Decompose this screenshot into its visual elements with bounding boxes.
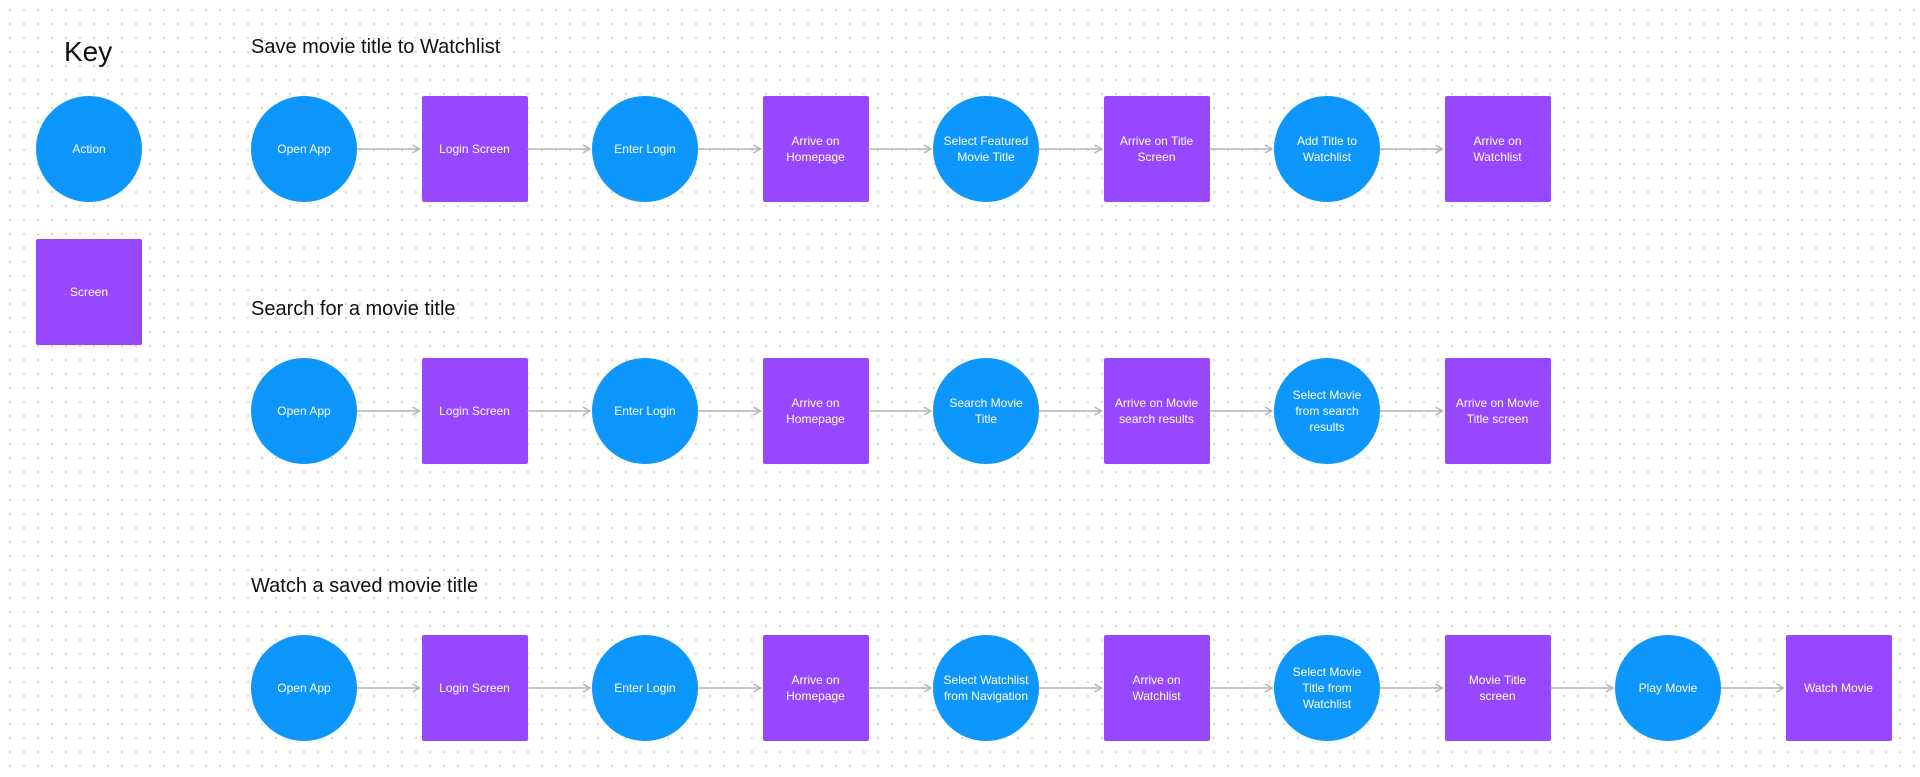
- action-node[interactable]: Open App: [251, 635, 357, 741]
- flow-title: Search for a movie title: [251, 298, 456, 320]
- screen-node[interactable]: Arrive on Homepage: [762, 358, 869, 464]
- node-label: Arrive on Watchlist: [1473, 134, 1522, 164]
- action-node[interactable]: Select Featured Movie Title: [933, 96, 1039, 202]
- action-node[interactable]: Select Movie from search results: [1274, 358, 1380, 464]
- node-label: Open App: [277, 404, 331, 418]
- node-label: Arrive on Homepage: [786, 673, 845, 703]
- screen-node[interactable]: Arrive on Homepage: [762, 96, 869, 202]
- action-node[interactable]: Select Watchlist from Navigation: [933, 635, 1039, 741]
- node-label: Movie Title screen: [1468, 673, 1527, 703]
- action-node[interactable]: Select Movie Title from Watchlist: [1274, 635, 1380, 741]
- node-label: Login Screen: [439, 681, 510, 695]
- screen-node[interactable]: Arrive on Watchlist: [1444, 96, 1551, 202]
- flow-title: Watch a saved movie title: [251, 575, 479, 597]
- action-node[interactable]: Search Movie Title: [933, 358, 1039, 464]
- screen-node[interactable]: Watch Movie: [1785, 635, 1892, 741]
- screen-node[interactable]: Arrive on Watchlist: [1103, 635, 1210, 741]
- action-node[interactable]: Enter Login: [592, 96, 698, 202]
- action-node[interactable]: Enter Login: [592, 635, 698, 741]
- key-title: Key: [64, 36, 113, 67]
- node-label: Select Featured Movie Title: [943, 134, 1029, 164]
- screen-node[interactable]: Arrive on Homepage: [762, 635, 869, 741]
- action-node[interactable]: Open App: [251, 96, 357, 202]
- node-label: Arrive on Movie Title screen: [1455, 396, 1540, 426]
- node-label: Enter Login: [614, 142, 676, 156]
- action-node[interactable]: Enter Login: [592, 358, 698, 464]
- node-label: Login Screen: [439, 404, 510, 418]
- node-label: Arrive on Watchlist: [1132, 673, 1181, 703]
- node-label: Add Title to Watchlist: [1296, 134, 1358, 164]
- screen-node[interactable]: Arrive on Title Screen: [1103, 96, 1210, 202]
- node-label: Select Watchlist from Navigation: [943, 673, 1029, 703]
- key-action-label: Action: [72, 142, 106, 156]
- action-node[interactable]: Open App: [251, 358, 357, 464]
- node-label: Open App: [277, 142, 331, 156]
- node-label: Select Movie from search results: [1292, 388, 1362, 434]
- screen-node[interactable]: Movie Title screen: [1444, 635, 1551, 741]
- flow-title: Save movie title to Watchlist: [251, 36, 501, 58]
- node-label: Arrive on Title Screen: [1119, 134, 1194, 164]
- screen-node[interactable]: Login Screen: [421, 96, 528, 202]
- node-label: Search Movie Title: [949, 396, 1023, 426]
- node-label: Arrive on Movie search results: [1114, 396, 1199, 426]
- node-label: Watch Movie: [1804, 681, 1873, 695]
- node-label: Login Screen: [439, 142, 510, 156]
- screen-node[interactable]: Login Screen: [421, 635, 528, 741]
- node-label: Arrive on Homepage: [786, 134, 845, 164]
- node-label: Enter Login: [614, 681, 676, 695]
- node-label: Arrive on Homepage: [786, 396, 845, 426]
- screen-node[interactable]: Arrive on Movie Title screen: [1444, 358, 1551, 464]
- node-label: Play Movie: [1638, 681, 1698, 695]
- node-label: Enter Login: [614, 404, 676, 418]
- key-action-node[interactable]: Action: [36, 96, 142, 202]
- screen-node[interactable]: Login Screen: [421, 358, 528, 464]
- action-node[interactable]: Play Movie: [1615, 635, 1721, 741]
- screen-node[interactable]: Arrive on Movie search results: [1103, 358, 1210, 464]
- node-label: Select Movie Title from Watchlist: [1292, 665, 1362, 711]
- node-label: Open App: [277, 681, 331, 695]
- key-screen-node[interactable]: Screen: [36, 239, 142, 345]
- key-screen-label: Screen: [69, 285, 109, 299]
- action-node[interactable]: Add Title to Watchlist: [1274, 96, 1380, 202]
